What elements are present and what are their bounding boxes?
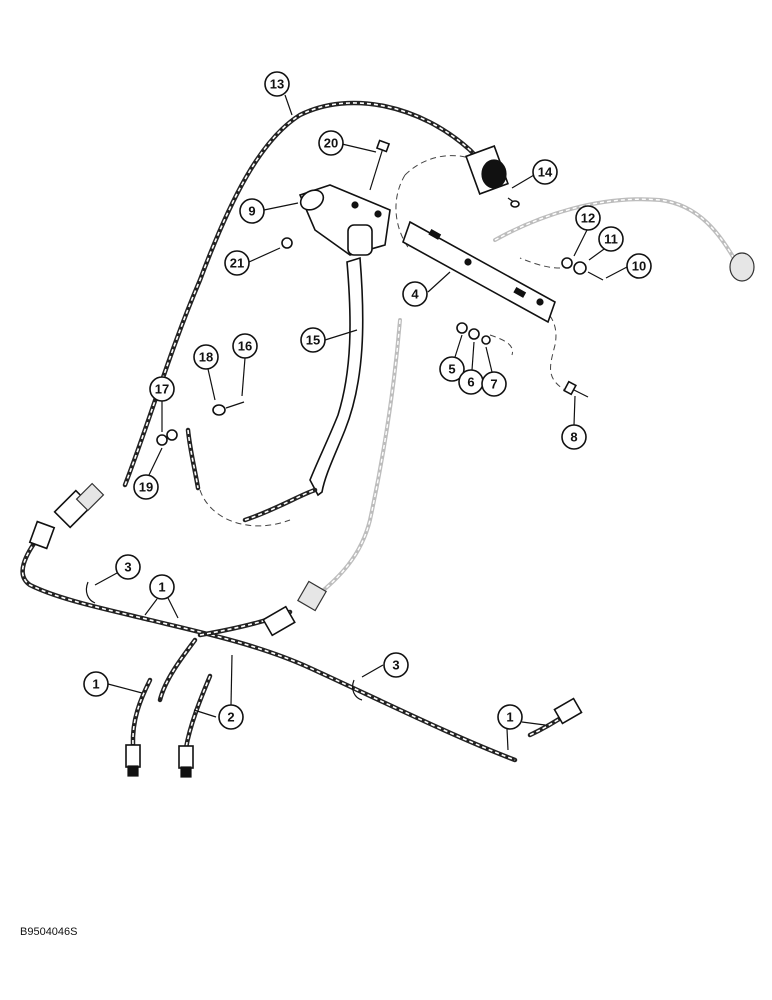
ghost-harness	[297, 197, 755, 612]
callout-5: 5	[439, 356, 465, 382]
callout-21: 21	[224, 250, 250, 276]
callout-19: 19	[133, 474, 159, 500]
svg-text:1: 1	[158, 580, 165, 595]
arm-15	[309, 256, 364, 497]
callout-13: 13	[264, 71, 290, 97]
bolt-8	[563, 380, 589, 398]
svg-text:8: 8	[570, 430, 577, 445]
sensor-14	[465, 145, 520, 208]
callout-8: 8	[561, 424, 587, 450]
svg-text:5: 5	[448, 362, 455, 377]
svg-text:14: 14	[538, 165, 553, 180]
svg-text:4: 4	[411, 287, 419, 302]
callout-9: 9	[239, 198, 265, 224]
leader-lines	[94, 94, 628, 751]
bolt-20	[369, 139, 391, 191]
callout-12: 12	[575, 205, 601, 231]
harness-wire-13	[122, 100, 493, 488]
svg-text:2: 2	[227, 710, 234, 725]
callout-3-right: 3	[383, 652, 409, 678]
svg-text:21: 21	[230, 256, 244, 271]
svg-text:3: 3	[124, 560, 131, 575]
callout-20: 20	[318, 130, 344, 156]
callout-14: 14	[532, 159, 558, 185]
hardware-10-12	[561, 257, 604, 281]
svg-text:17: 17	[155, 382, 169, 397]
plate-4	[402, 220, 556, 324]
drawing-code: B9504046S	[20, 926, 78, 938]
callout-1-center: 1	[149, 574, 175, 600]
svg-text:20: 20	[324, 136, 338, 151]
hardware-5-7	[456, 322, 491, 345]
callout-1-right: 1	[497, 704, 523, 730]
chain	[156, 427, 318, 523]
callout-3-left: 3	[115, 554, 141, 580]
callout-1-left: 1	[83, 671, 109, 697]
callout-7: 7	[481, 371, 507, 397]
svg-text:13: 13	[270, 77, 284, 92]
callout-16: 16	[232, 333, 258, 359]
svg-text:19: 19	[139, 480, 153, 495]
callout-2: 2	[218, 704, 244, 730]
callouts: 13 20 14 9 12 11 10 21 4 15 18 16 5 6 7 …	[83, 71, 652, 730]
hardware-16-18	[212, 401, 245, 416]
bracket-9	[298, 184, 391, 256]
callout-4: 4	[402, 281, 428, 307]
svg-text:1: 1	[506, 710, 513, 725]
svg-text:18: 18	[199, 350, 213, 365]
ghost-connector-icon	[729, 252, 755, 282]
callout-17: 17	[149, 376, 175, 402]
svg-text:1: 1	[92, 677, 99, 692]
sensor-icon	[481, 159, 507, 189]
svg-text:7: 7	[490, 377, 497, 392]
svg-text:16: 16	[238, 339, 252, 354]
svg-text:6: 6	[467, 375, 474, 390]
svg-text:3: 3	[392, 658, 399, 673]
svg-text:10: 10	[632, 259, 646, 274]
nut-21	[281, 237, 293, 249]
callout-18: 18	[193, 344, 219, 370]
callout-6: 6	[458, 369, 484, 395]
connectors	[28, 482, 583, 778]
callout-11: 11	[598, 226, 624, 252]
callout-15: 15	[300, 327, 326, 353]
callout-10: 10	[626, 253, 652, 279]
harness-wire-1	[20, 532, 573, 763]
svg-text:12: 12	[581, 211, 595, 226]
svg-text:15: 15	[306, 333, 320, 348]
svg-text:11: 11	[604, 232, 618, 247]
svg-text:9: 9	[248, 204, 255, 219]
